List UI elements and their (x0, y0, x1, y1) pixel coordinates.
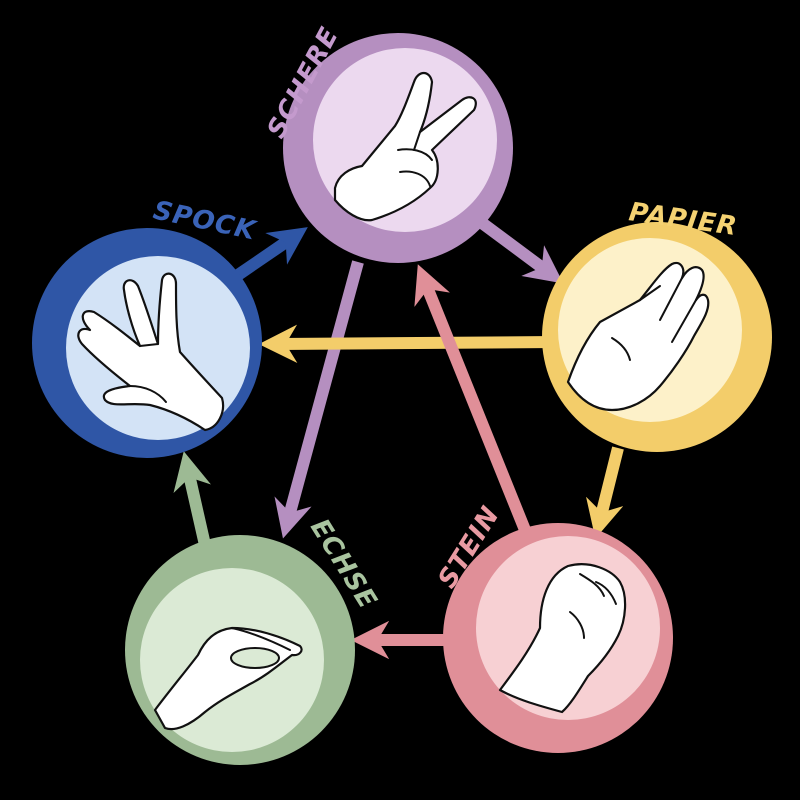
vulcan-salute-icon (77, 272, 225, 432)
arrow-echse-to-spock (173, 451, 211, 547)
arrow-papier-to-spock (258, 324, 556, 364)
arrow-schere-to-papier (474, 215, 564, 284)
node-stein (443, 523, 673, 753)
arrow-spock-to-schere (234, 227, 308, 280)
node-papier (542, 222, 772, 452)
node-schere (283, 33, 513, 263)
arrow-stein-to-schere (414, 264, 531, 533)
arrows (173, 215, 624, 660)
node-echse (125, 535, 355, 765)
fist-icon (498, 563, 627, 714)
node-spock (32, 228, 262, 458)
victory-hand-icon (333, 71, 477, 222)
arrow-schere-to-echse (274, 260, 364, 539)
open-hand-icon (566, 261, 710, 412)
lizard-hand-icon (153, 626, 303, 731)
arrow-papier-to-stein (586, 446, 624, 539)
